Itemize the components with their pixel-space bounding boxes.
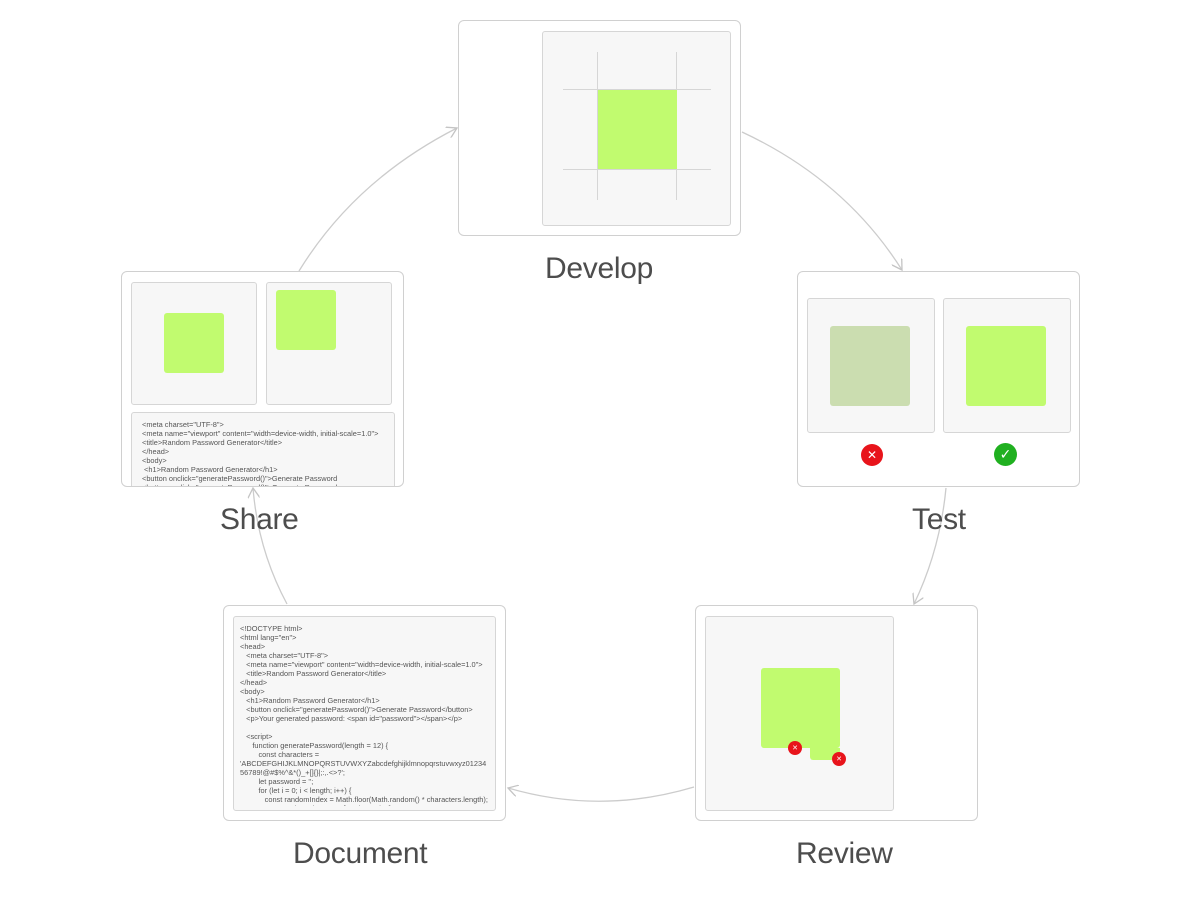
review-label: Review xyxy=(796,837,893,870)
review-error-x-icon: ✕ xyxy=(788,741,802,755)
selected-square xyxy=(598,90,677,169)
review-error-x-icon: ✕ xyxy=(832,752,846,766)
test-variant-b xyxy=(943,298,1071,433)
grid-line xyxy=(563,169,711,170)
grid-line xyxy=(563,89,711,90)
share-card: <meta charset="UTF-8"> <meta name="viewp… xyxy=(121,271,404,487)
share-code-panel: <meta charset="UTF-8"> <meta name="viewp… xyxy=(131,412,395,486)
test-card: ✕ ✓ xyxy=(797,271,1080,487)
green-square xyxy=(276,290,336,350)
document-card: <!DOCTYPE html> <html lang="en"> <head> … xyxy=(223,605,506,821)
test-label: Test xyxy=(912,503,966,536)
share-preview-a xyxy=(131,282,257,405)
grid-line xyxy=(597,52,598,200)
green-square xyxy=(164,313,224,373)
green-square xyxy=(966,326,1046,406)
review-canvas: ✕ ✕ xyxy=(705,616,894,811)
fail-x-icon: ✕ xyxy=(861,444,883,466)
review-card: ✕ ✕ xyxy=(695,605,978,821)
arrow-develop-to-test xyxy=(741,131,902,270)
share-label: Share xyxy=(220,503,299,536)
faded-square xyxy=(830,326,910,406)
share-preview-b xyxy=(266,282,392,405)
develop-label: Develop xyxy=(545,252,653,285)
test-variant-a xyxy=(807,298,935,433)
document-label: Document xyxy=(293,837,428,870)
arrow-review-to-document xyxy=(508,787,695,802)
share-code: <meta charset="UTF-8"> <meta name="viewp… xyxy=(142,420,379,486)
reviewed-square xyxy=(761,668,840,748)
arrow-share-to-develop xyxy=(298,128,457,272)
develop-canvas xyxy=(542,31,731,226)
document-code: <!DOCTYPE html> <html lang="en"> <head> … xyxy=(240,624,488,806)
pass-check-icon: ✓ xyxy=(994,443,1017,466)
develop-card xyxy=(458,20,741,236)
document-code-panel: <!DOCTYPE html> <html lang="en"> <head> … xyxy=(233,616,496,811)
